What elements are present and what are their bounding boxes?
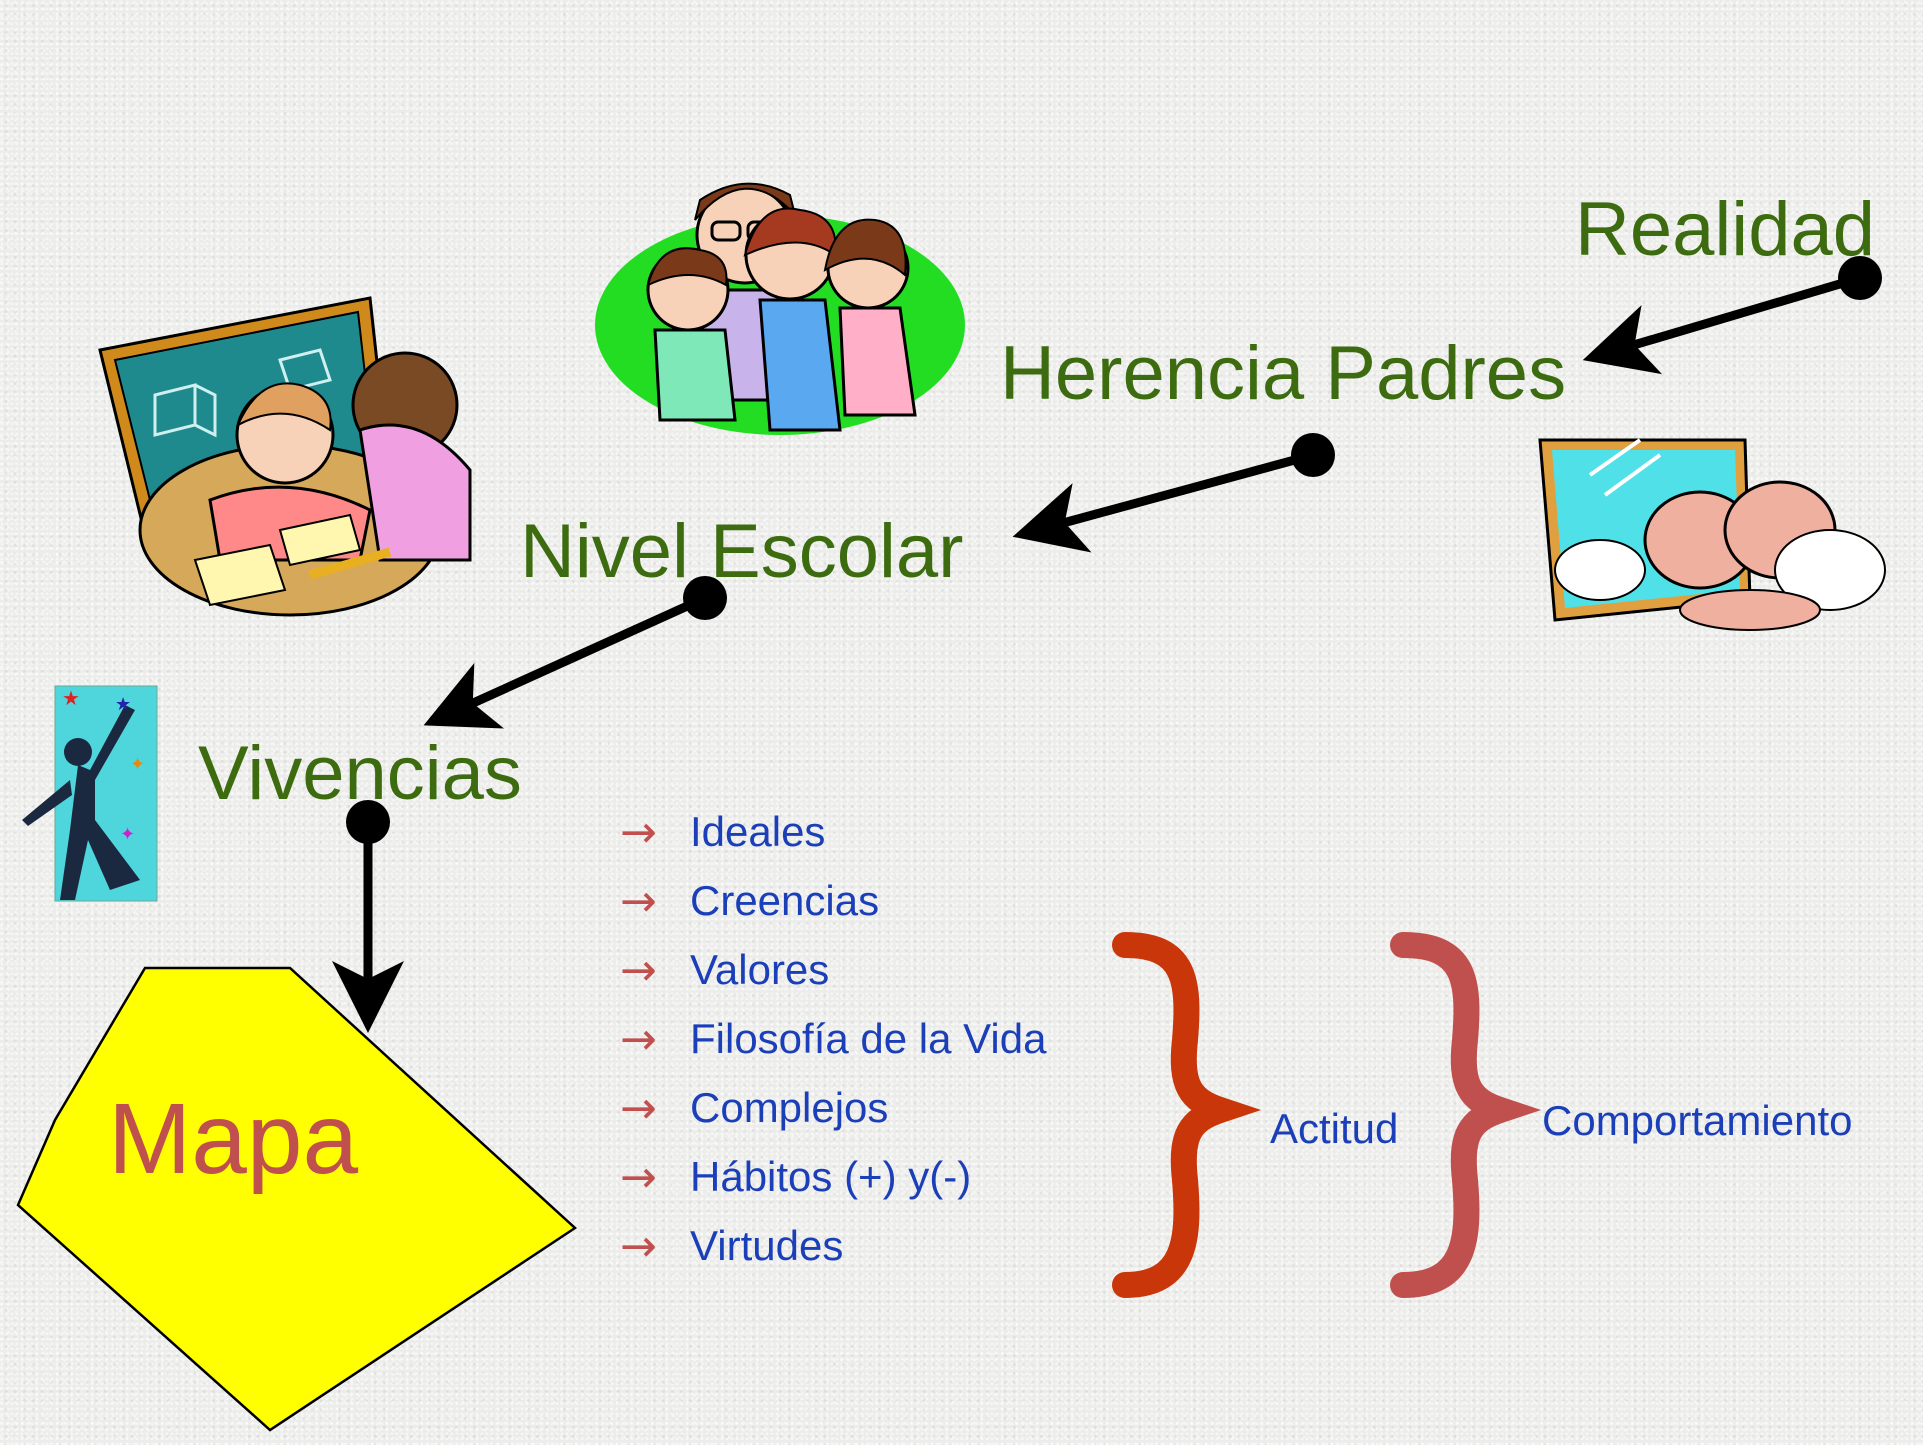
connector-nivel-vivencias [423,576,727,729]
node-realidad: Realidad [1575,187,1875,272]
classroom-clipart-icon [98,296,472,617]
connector-vivencias-mapa [332,800,404,1033]
list-item: → Filosofía de la Vida [620,1009,1046,1069]
list-item: → Hábitos (+) y(-) [620,1147,971,1207]
list-item-label: Creencias [690,877,880,924]
list-item: → Virtudes [620,1216,843,1276]
list-item: → Complejos [620,1078,888,1138]
list-item: → Ideales [620,802,825,862]
node-herencia-padres: Herencia Padres [1000,331,1567,416]
svg-text:✦: ✦ [120,824,135,845]
twins-mirror-clipart-icon [1538,438,1886,631]
comportamiento-brace [1390,932,1542,1298]
node-vivencias: Vivencias [198,731,522,816]
arrow-right-icon: → [620,875,657,927]
connector-realidad-herencia [1582,256,1882,375]
connector-herencia-nivel [1012,433,1335,553]
family-clipart-icon [595,182,965,435]
celebration-clipart-icon: ★ ★ ✦ ✦ [22,685,158,902]
list-item-label: Complejos [690,1084,889,1131]
svg-text:★: ★ [115,694,131,715]
result-actitud: Actitud [1270,1105,1399,1152]
result-comportamiento: Comportamiento [1542,1097,1853,1144]
arrow-right-icon: → [620,806,657,858]
arrow-right-icon: → [620,1013,657,1065]
actitud-brace [1112,932,1262,1298]
list-item-label: Hábitos (+) y(-) [690,1153,972,1200]
list-item: → Valores [620,940,829,1000]
arrow-right-icon: → [620,1151,657,1203]
list-item: → Creencias [620,871,879,931]
list-item-label: Valores [690,946,830,993]
mapa-shape [16,966,578,1432]
arrow-right-icon: → [620,1220,657,1272]
arrow-right-icon: → [620,1082,657,1134]
node-nivel-escolar: Nivel Escolar [520,509,964,594]
svg-text:★: ★ [62,686,80,710]
arrow-right-icon: → [620,944,657,996]
svg-text:✦: ✦ [130,754,145,775]
node-mapa: Mapa [108,1083,359,1195]
list-item-label: Filosofía de la Vida [690,1015,1047,1062]
list-item-label: Ideales [690,808,826,855]
list-item-label: Virtudes [690,1222,844,1269]
